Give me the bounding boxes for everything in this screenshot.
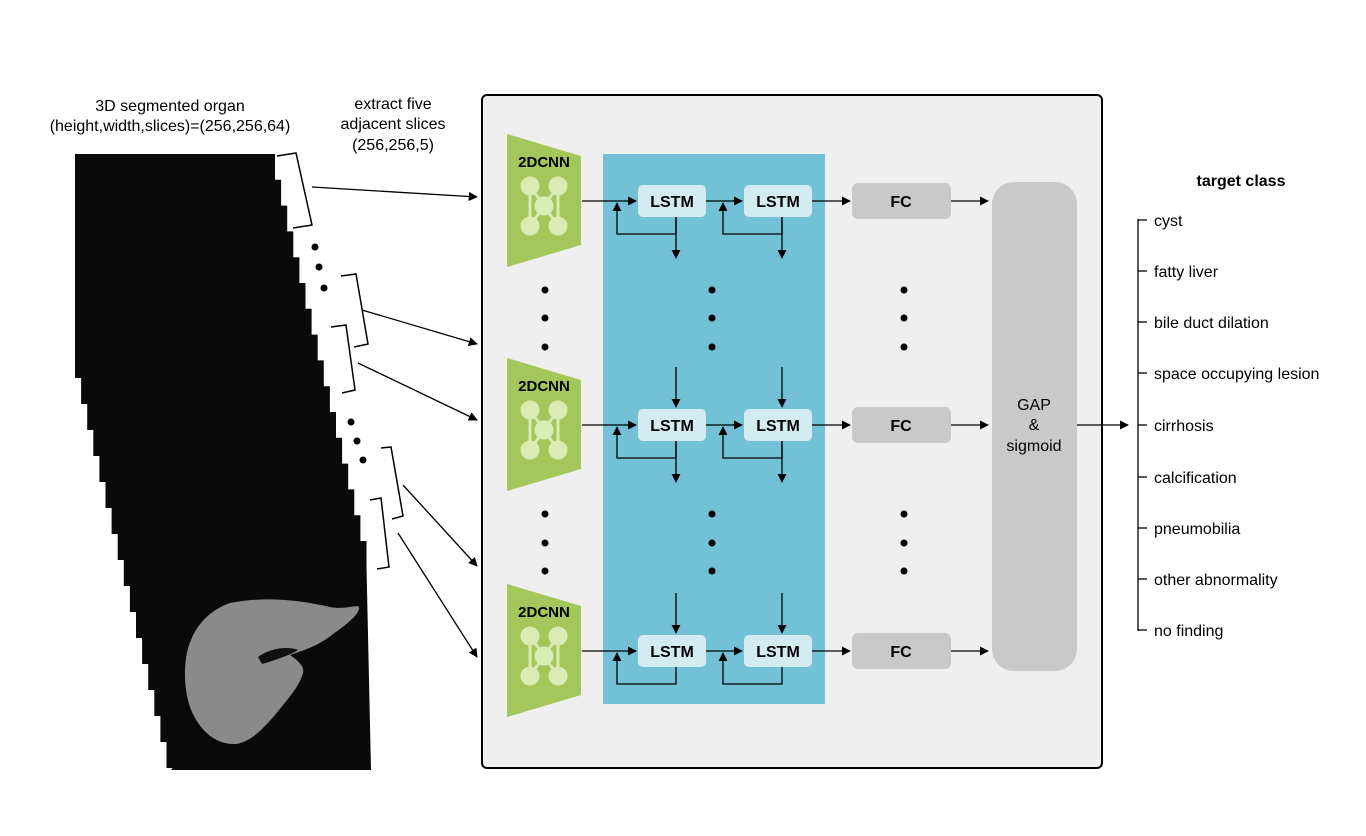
fc-block [852,183,951,219]
lstm-1-box [638,409,706,441]
fc-label: FC [890,644,912,661]
lstm-2-label: LSTM [756,644,800,661]
target-class-item: space occupying lesion [1154,366,1319,383]
input-label-line1: 3D segmented organ [95,98,244,115]
target-class-title: target class [1197,173,1286,190]
fc-label: FC [890,418,912,435]
lstm-1-box [638,185,706,217]
target-class-item: bile duct dilation [1154,315,1269,332]
target-class-item: cirrhosis [1154,418,1214,435]
gap-sigmoid-block [992,182,1077,671]
gap-label-line3: sigmoid [1006,438,1061,455]
input-label-line2: (height,width,slices)=(256,256,64) [50,118,291,135]
network-icon [520,626,568,686]
lstm-2-box [744,635,812,667]
network-icon [520,176,568,236]
target-class-item: other abnormality [1154,572,1278,589]
gap-label-line1: GAP [1017,397,1051,414]
liver-image [184,599,360,745]
target-class-item: fatty liver [1154,264,1219,281]
model-row: 2DCNN LSTM LSTM FC [507,358,989,491]
liver-notch [258,648,298,664]
gap-label-line2: & [1029,417,1040,434]
model-row: 2DCNN LSTM LSTM FC [507,134,989,267]
fc-block [852,407,951,443]
slice-brackets [276,152,404,570]
cnn-label: 2DCNN [518,604,570,621]
lstm-2-box [744,409,812,441]
target-class-item: pneumobilia [1154,521,1240,538]
lstm-1-box [638,635,706,667]
slice-arrows [311,186,478,658]
fc-label: FC [890,194,912,211]
lstm-2-box [744,185,812,217]
fc-block [852,633,951,669]
model-dots [541,286,908,575]
cnn-label: 2DCNN [518,154,570,171]
lstm-2-label: LSTM [756,418,800,435]
lstm-1-label: LSTM [650,194,694,211]
lstm-1-label: LSTM [650,418,694,435]
model-row: 2DCNN LSTM LSTM FC [507,584,989,717]
lstm-2-label: LSTM [756,194,800,211]
extract-label-line3: (256,256,5) [352,137,434,154]
slice-dots [311,243,367,464]
cnn-label: 2DCNN [518,378,570,395]
extract-label-line1: extract five [354,96,431,113]
target-class-item: cyst [1154,213,1183,230]
target-class-item: no finding [1154,623,1223,640]
extract-label-line2: adjacent slices [341,116,446,133]
target-class-item: calcification [1154,470,1237,487]
lstm-1-label: LSTM [650,644,694,661]
network-icon [520,400,568,460]
